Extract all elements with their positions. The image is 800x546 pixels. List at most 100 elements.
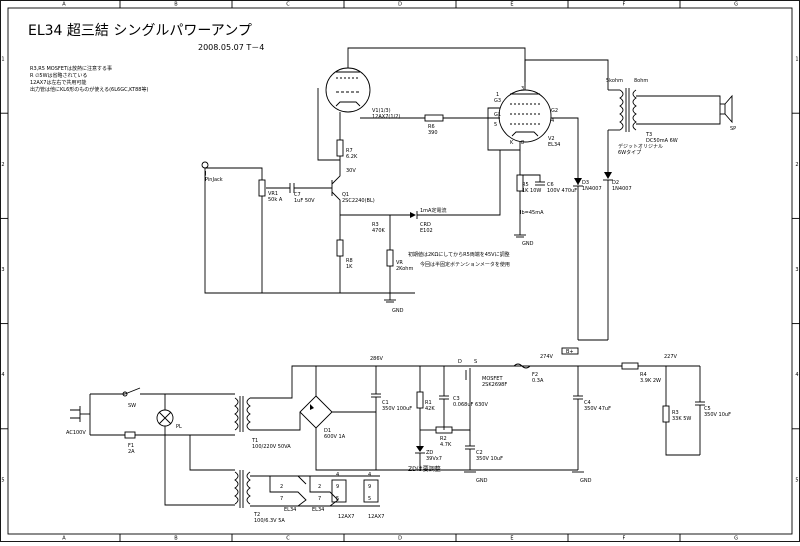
- fuse-f2: [513, 363, 531, 369]
- pin-3: 3: [521, 86, 524, 92]
- d2-label: D2: [612, 180, 619, 186]
- fuse-f1: [124, 431, 136, 439]
- c4-value: 350V 47uF: [584, 406, 611, 412]
- speaker-label: SP: [730, 126, 736, 132]
- row-marker-3-right: 3: [795, 267, 798, 273]
- r5-value: 1K 10W: [522, 188, 541, 194]
- heater-el34-label-2: EL34: [312, 507, 324, 513]
- r2-label: R2: [440, 436, 447, 442]
- v274-label: 274V: [540, 354, 554, 360]
- c5-value: 350V 10uF: [704, 412, 731, 418]
- pin-k: K: [510, 140, 514, 146]
- v2-label: V2: [548, 136, 555, 142]
- c6-label: C6: [547, 182, 554, 188]
- d2-value: 1N4007: [612, 186, 632, 192]
- resistor-r7: [336, 139, 344, 157]
- heater-12ax7-1: [331, 479, 347, 503]
- v227-label: 227V: [664, 354, 678, 360]
- d1-value: 600V 1A: [324, 434, 346, 440]
- t2-label: T2: [253, 512, 260, 518]
- c7-value: 1uF 50V: [294, 198, 315, 204]
- diode-d3: [574, 178, 582, 185]
- crd-label: CRD: [420, 222, 431, 228]
- gnd-label-2: GND: [392, 308, 404, 314]
- row-marker-2-left: 2: [1, 162, 4, 168]
- bplus-label: B+: [566, 349, 574, 355]
- zd-note: ZDは要調整: [408, 465, 441, 473]
- column-marker-D-bottom: D: [398, 536, 402, 542]
- mosfet-s: S: [474, 359, 477, 365]
- c4-label: C4: [584, 400, 591, 406]
- r1-value: 42K: [425, 406, 435, 412]
- q1-label: Q1: [342, 192, 349, 198]
- pin-g1: G1: [494, 112, 501, 118]
- r4-value: 3.9K 2W: [640, 378, 661, 384]
- heater-pin-4b: 4: [368, 472, 371, 478]
- pl-label: PL: [176, 424, 182, 430]
- zd-label: ZD: [426, 450, 433, 456]
- output-transformer-t3: [619, 88, 637, 132]
- r5-label: R5: [522, 182, 529, 188]
- r6-label: R6: [428, 124, 435, 130]
- inner-border: [7, 7, 793, 535]
- t3-note-2: 6Wタイプ: [618, 149, 641, 156]
- note-line-4: 出力管は他にKL6形のものが使える(6L6GC,KT88等): [30, 86, 148, 93]
- row-marker-2-right: 2: [795, 162, 798, 168]
- pin-5: 5: [494, 122, 497, 128]
- bridge-rectifier-d1: [299, 395, 333, 429]
- column-marker-G-bottom: G: [734, 536, 738, 542]
- f2-value: 0.3A: [532, 378, 544, 384]
- c1-label: C1: [382, 400, 389, 406]
- t1-value: 100/220V 50VA: [252, 444, 291, 450]
- row-marker-4-left: 4: [1, 372, 4, 378]
- zener-zd: [416, 446, 424, 452]
- column-marker-C-top: C: [286, 2, 290, 8]
- crd-value: E102: [420, 228, 433, 234]
- pin-g2: G2: [551, 108, 558, 114]
- r4-label: R4: [640, 372, 647, 378]
- wire-v1-plate: [347, 47, 526, 82]
- r3-label: R3: [372, 222, 379, 228]
- r6-value: 390: [428, 130, 438, 136]
- column-marker-A-top: A: [62, 2, 66, 8]
- pin-1: 1: [496, 92, 499, 98]
- vr-label: VR: [396, 260, 403, 266]
- r1-label: R1: [425, 400, 432, 406]
- v1-type: 12AX7(1/2): [372, 114, 400, 120]
- column-marker-C-bottom: C: [286, 536, 290, 542]
- heater-el34-label-1: EL34: [284, 507, 296, 513]
- heater-pin-9b: 9: [368, 484, 371, 490]
- heater-12ax7-label-2: 12AX7: [368, 514, 384, 520]
- c1-value: 350V 100uF: [382, 406, 412, 412]
- c6-value: 100V 470uF: [547, 188, 577, 194]
- q1-value: 2SC2240(BL): [342, 198, 375, 204]
- pin-8: 8: [521, 140, 524, 146]
- diagram-date: 2008.05.07 T－4: [198, 43, 264, 52]
- diagram-title: EL34 超三結 シングルパワーアンプ: [28, 23, 252, 39]
- resistor-r3: [336, 239, 344, 257]
- speaker: [719, 103, 726, 115]
- heater-pin-7b: 7: [318, 496, 321, 502]
- heater-el34-1: [269, 475, 307, 507]
- resistor-r4: [621, 362, 639, 370]
- t3-label: T3: [645, 132, 652, 138]
- const-current-label: 1mA定電流: [420, 207, 446, 214]
- column-marker-D-top: D: [398, 2, 402, 8]
- r7-label: R7: [346, 148, 353, 154]
- f1-value: 2A: [128, 449, 135, 455]
- note-line-1: R3,R5 MOSFETは放熱に注意する事: [30, 65, 112, 72]
- t2-value: 100/6.3V 5A: [254, 518, 285, 524]
- row-marker-1-right: 1: [795, 57, 798, 63]
- heater-pin-9: 9: [336, 484, 339, 490]
- t3-note-1: デジットオリジナル: [618, 143, 663, 150]
- r3b-label: R3: [672, 410, 679, 416]
- mosfet-value: 2SK2698F: [482, 382, 507, 388]
- v30-label: 30V: [346, 168, 356, 174]
- gnd-label-1: GND: [522, 241, 534, 247]
- heater-pin-4: 4: [336, 472, 339, 478]
- t1-label: T1: [251, 438, 258, 444]
- adjust-note-2: 今回は半固定ボテンションメータを使用: [420, 261, 510, 268]
